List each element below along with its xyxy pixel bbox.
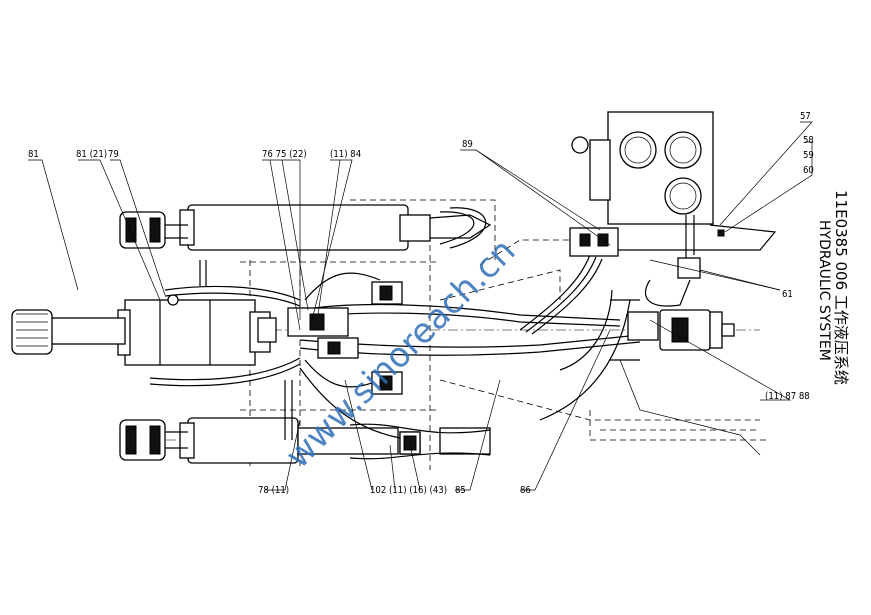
- drawing-title-cn: 11E0385 006 工作液压系统: [832, 190, 850, 385]
- callout-59: 59: [803, 150, 814, 161]
- hydraulic-tank: [569, 111, 777, 361]
- callout-89: 89: [462, 139, 473, 150]
- leader-lines: [28, 121, 813, 491]
- callout-57: 57: [800, 111, 811, 122]
- callout-61: 61: [782, 289, 793, 300]
- callout-11-84: (11) 84: [330, 149, 361, 160]
- callout-102-11-16-43: 102 (11) (16) (43): [370, 485, 447, 496]
- callout-78-11: 78 (11): [258, 485, 289, 496]
- callout-labels: 81 81 (21) 79 76 75 (22) (11) 84 89 57 5…: [28, 111, 814, 496]
- callout-60: 60: [803, 165, 814, 176]
- callout-81-21: 81 (21): [76, 149, 107, 160]
- callout-58: 58: [803, 135, 814, 146]
- front-axle: [11, 299, 271, 366]
- callout-79: 79: [108, 149, 119, 160]
- callout-81: 81: [28, 149, 39, 160]
- drawing-title-en: HYDRAULIC SYSTEM: [816, 220, 832, 361]
- callout-76-75-22: 76 75 (22): [262, 149, 307, 160]
- valve-blocks: [167, 281, 421, 455]
- callout-86: 86: [520, 485, 531, 496]
- callout-11-87-88: (11) 87 88: [765, 391, 810, 402]
- upper-cylinder: [119, 204, 492, 251]
- callout-85: 85: [455, 485, 466, 496]
